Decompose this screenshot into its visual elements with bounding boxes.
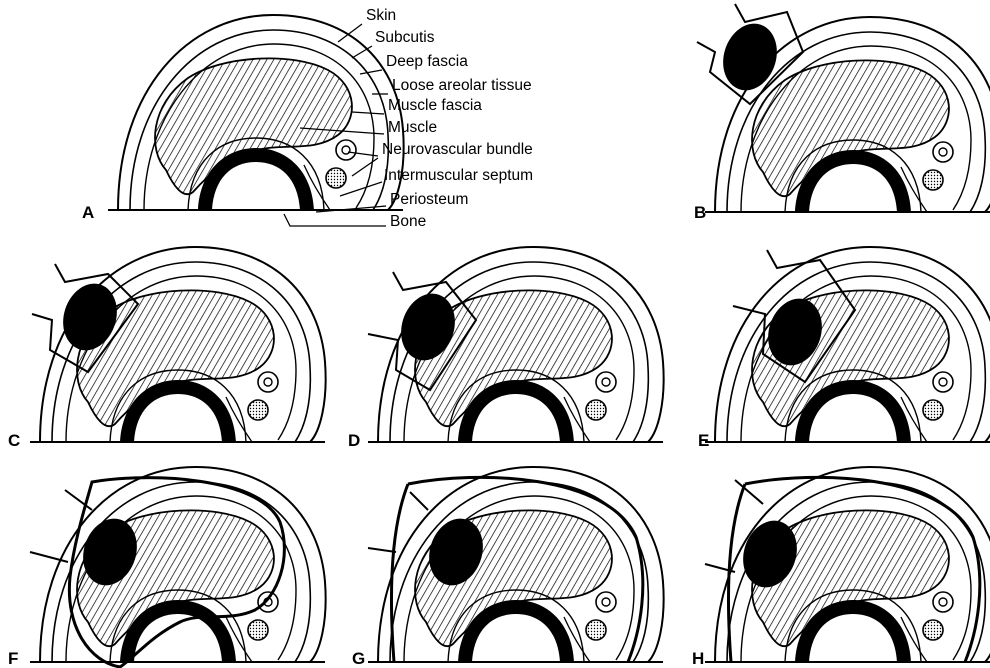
label-deep-fascia: Deep fascia (386, 53, 468, 70)
panel-g (368, 467, 664, 662)
panel-d (368, 247, 664, 442)
panel-h (705, 467, 990, 662)
panel-f (30, 467, 326, 667)
panel-label-d: D (348, 431, 360, 450)
panel-label-h: H (692, 649, 704, 668)
label-subcutis: Subcutis (375, 29, 435, 46)
panel-label-a: A (82, 203, 94, 222)
label-bone: Bone (390, 213, 426, 230)
panel-c (30, 247, 326, 442)
label-skin: Skin (366, 7, 396, 24)
panel-e (705, 247, 990, 442)
panel-label-b: B (694, 203, 706, 222)
label-neurovascular-bundle: Neurovascular bundle (382, 141, 533, 158)
label-muscle-fascia: Muscle fascia (388, 97, 482, 114)
panel-label-f: F (8, 649, 18, 668)
label-muscle: Muscle (388, 119, 437, 136)
label-intermuscular-septum: Intermuscular septum (384, 167, 533, 184)
panel-label-e: E (698, 431, 709, 450)
panel-b (697, 4, 990, 212)
label-periosteum: Periosteum (390, 191, 468, 208)
panel-label-c: C (8, 431, 20, 450)
panel-label-g: G (352, 649, 365, 668)
label-loose-areolar-tissue: Loose areolar tissue (392, 77, 532, 94)
